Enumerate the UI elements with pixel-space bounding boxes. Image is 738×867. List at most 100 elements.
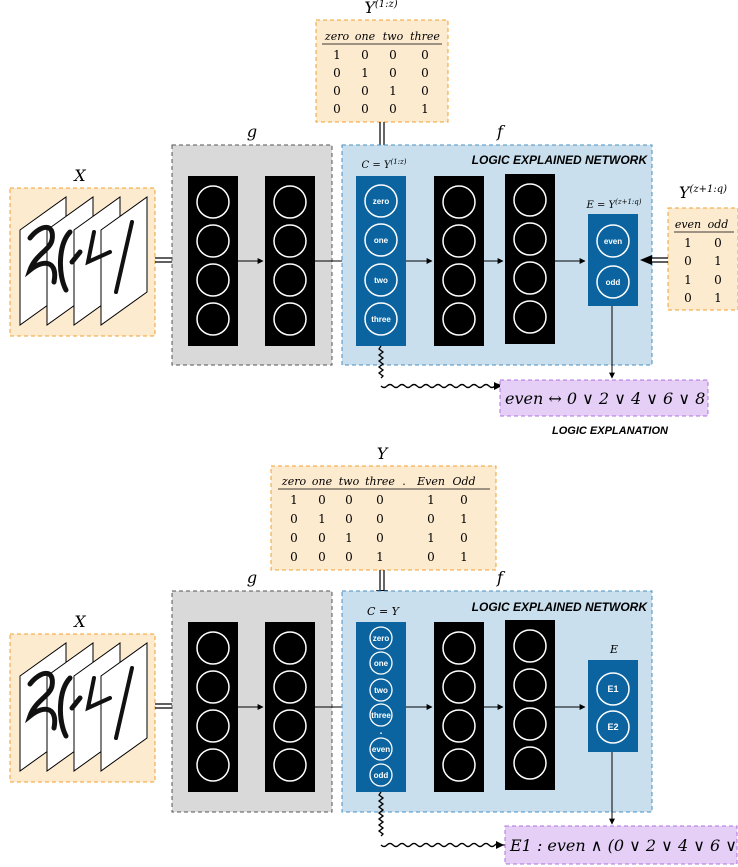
- table-cell: 0: [361, 48, 369, 62]
- bottom-f-label: f: [496, 568, 506, 587]
- table-cell: 0: [460, 493, 468, 507]
- top-network-title: LOGIC EXPLAINED NETWORK: [472, 153, 649, 167]
- table-header: two: [383, 30, 404, 43]
- table-header: Even: [416, 475, 445, 488]
- table-cell: 0: [389, 66, 397, 80]
- top-output-supervision-arrow: [640, 255, 668, 265]
- table-header: even: [675, 218, 701, 231]
- top-f-layer-1: [434, 176, 484, 346]
- output-node-even: even: [604, 237, 622, 246]
- bottom-concept-to-explanation-wave: [377, 791, 507, 848]
- table-header: Odd: [452, 475, 475, 488]
- concept-node-ellipsis: .: [380, 726, 383, 737]
- table-cell: 0: [318, 531, 326, 545]
- table-cell: 0: [421, 66, 429, 80]
- table-header: one: [355, 30, 376, 43]
- table-header: two: [339, 475, 360, 488]
- table-cell: 1: [460, 550, 468, 564]
- concept-node-one: one: [374, 236, 389, 245]
- table-cell: 1: [361, 66, 369, 80]
- table-cell: 1: [684, 273, 692, 287]
- concept-node-one: one: [374, 659, 389, 668]
- top-right-table-box: [667, 207, 738, 311]
- table-header: .: [402, 475, 406, 488]
- table-header: one: [312, 475, 333, 488]
- bottom-f-layer-1: [434, 622, 484, 792]
- bottom-f-layer-2: [505, 620, 555, 790]
- table-cell: 1: [714, 291, 722, 305]
- top-f-layer-2: [505, 174, 555, 344]
- table-cell: 0: [460, 531, 468, 545]
- output-node-e2: E2: [607, 722, 618, 732]
- table-cell: 1: [333, 48, 341, 62]
- bottom-explanation-box: [504, 825, 738, 865]
- table-cell: 1: [684, 236, 692, 250]
- explanation-caption: LOGIC EXPLANATION: [552, 425, 669, 437]
- table-cell: 0: [333, 66, 341, 80]
- top-table-title: Y(1:z): [364, 0, 397, 17]
- table-cell: 0: [389, 48, 397, 62]
- bottom-network-title: LOGIC EXPLAINED NETWORK: [472, 600, 649, 614]
- top-g-label: g: [247, 122, 257, 141]
- table-cell: 0: [427, 550, 435, 564]
- table-cell: 0: [714, 273, 722, 287]
- table-cell: 0: [361, 84, 369, 98]
- table-cell: 1: [389, 84, 397, 98]
- table-cell: 0: [345, 493, 353, 507]
- table-cell: 0: [376, 512, 384, 526]
- table-header: zero: [281, 475, 307, 488]
- table-cell: 0: [290, 512, 298, 526]
- table-cell: 0: [427, 512, 435, 526]
- top-concept-table: Y(1:z) zero one two three 1 0 0 0 0 1 0 …: [315, 0, 449, 123]
- top-panel: Y(1:z) zero one two three 1 0 0 0 0 1 0 …: [9, 0, 738, 437]
- table-cell: 1: [345, 531, 353, 545]
- table-cell: 0: [684, 291, 692, 305]
- top-output-layer-label: E = Y(z+1:q): [586, 198, 642, 211]
- top-output-table: Y(z+1:q) even odd 1 0 0 1 1 0 0 1: [667, 183, 738, 311]
- bottom-concept-table: Y zero one two three . Even Odd 1 0 0 0 …: [270, 444, 497, 571]
- concept-node-odd: odd: [374, 771, 389, 780]
- top-explanation-box: [499, 379, 709, 417]
- bottom-g-label: g: [247, 568, 257, 587]
- table-header: three: [410, 30, 440, 43]
- table-cell: 0: [318, 493, 326, 507]
- bottom-panel: Y zero one two three . Even Odd 1 0 0 0 …: [9, 444, 738, 865]
- table-header: three: [365, 475, 395, 488]
- table-cell: 1: [421, 102, 429, 116]
- table-cell: 1: [376, 550, 384, 564]
- concept-node-three: three: [371, 315, 391, 324]
- table-cell: 0: [290, 531, 298, 545]
- bottom-explanation-formula: E1 : even ∧ (0 ∨ 2 ∨ 4 ∨ 6 ∨ 8: [509, 836, 738, 855]
- table-cell: 0: [345, 512, 353, 526]
- bottom-digit-images: [19, 642, 148, 772]
- top-concept-layer: zero one two three: [356, 176, 406, 346]
- top-digit-images: [19, 196, 148, 326]
- top-table-box: [315, 19, 449, 123]
- table-cell: 0: [376, 493, 384, 507]
- table-cell: 0: [333, 84, 341, 98]
- bottom-concept-layer-label: C = Y: [367, 605, 401, 618]
- table-cell: 0: [421, 48, 429, 62]
- table-header: odd: [708, 218, 729, 231]
- bottom-output-layer: E1 E2: [588, 660, 638, 752]
- table-cell: 1: [714, 254, 722, 268]
- bottom-table-title: Y: [377, 444, 389, 463]
- concept-node-two: two: [374, 686, 388, 695]
- table-cell: 0: [389, 102, 397, 116]
- top-right-table-title: Y(z+1:q): [679, 183, 727, 202]
- concept-node-even: even: [372, 745, 390, 754]
- table-cell: 0: [318, 550, 326, 564]
- top-g-layer-2: [265, 176, 315, 346]
- top-g-layer-1: [188, 176, 238, 346]
- concept-node-two: two: [374, 276, 388, 285]
- bottom-concept-layer: zero one two three . even odd: [356, 622, 406, 792]
- output-node-odd: odd: [606, 278, 621, 287]
- output-node-e1: E1: [607, 684, 618, 694]
- table-cell: 0: [290, 550, 298, 564]
- table-cell: 0: [345, 550, 353, 564]
- table-cell: 0: [684, 254, 692, 268]
- table-cell: 0: [361, 102, 369, 116]
- table-cell: 0: [421, 84, 429, 98]
- bottom-output-layer-label: E: [609, 643, 618, 656]
